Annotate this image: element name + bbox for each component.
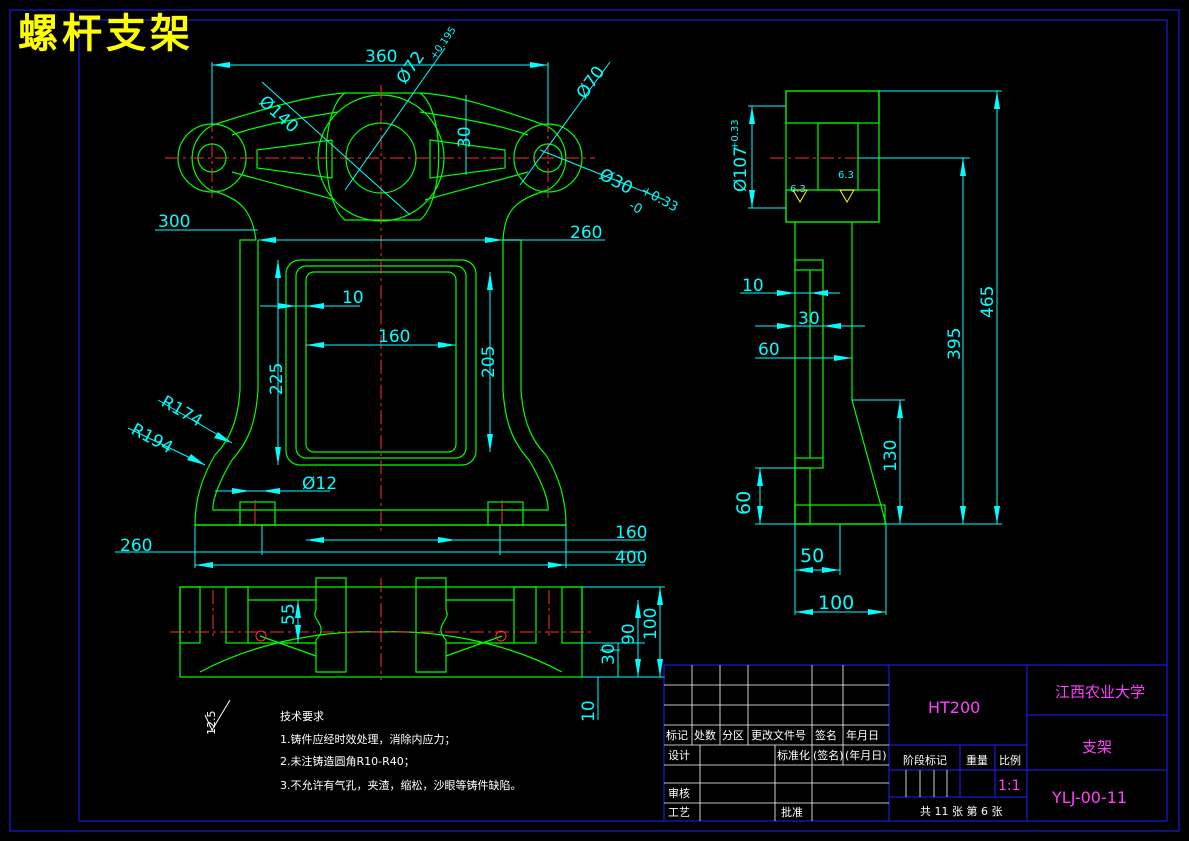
dim-s-465: 465 <box>978 286 998 318</box>
dim-205: 205 <box>479 346 499 378</box>
bore-d72 <box>345 122 417 194</box>
dim-160-bot: 160 <box>615 523 647 543</box>
foot-left <box>239 501 276 526</box>
side-rib-top <box>794 259 824 271</box>
dim-s-63b: 6.3 <box>838 170 854 181</box>
tb-h-design: 设计 <box>668 749 690 762</box>
outer-border <box>9 9 1180 832</box>
dim-d72: Ø72 <box>393 48 429 88</box>
tb-h-date: 年月日 <box>846 728 879 742</box>
side-web <box>794 222 887 525</box>
dim-160: 160 <box>378 327 410 347</box>
tb-h-count: 处数 <box>694 729 716 742</box>
tb-scale: 1:1 <box>998 778 1021 794</box>
dim-s-50: 50 <box>800 545 824 567</box>
tb-h-stage: 阶段标记 <box>903 753 947 767</box>
title-block: HT200 江西农业大学 支架 YLJ-00-11 标记 处数 分区 更改文件号… <box>663 664 1168 822</box>
dim-d70: Ø70 <box>573 63 609 103</box>
tb-school: 江西农业大学 <box>1055 683 1145 701</box>
drawing-title: 螺杆支架 <box>18 10 194 57</box>
dim-d140: Ø140 <box>255 92 302 138</box>
dim-260-bot: 260 <box>120 536 152 556</box>
tb-h-zone: 分区 <box>722 729 744 742</box>
side-view <box>770 90 890 525</box>
dim-s-100: 100 <box>818 592 854 614</box>
dim-p-90: 90 <box>619 623 639 645</box>
dim-p-10: 10 <box>579 700 599 722</box>
foot-right <box>487 501 524 526</box>
tb-h-sign2: (签名) <box>813 748 844 762</box>
side-foot-hatch <box>794 467 811 525</box>
tb-drawing-no: YLJ-00-11 <box>1051 788 1127 807</box>
side-rib-bot <box>794 457 824 469</box>
tb-h-sign: 签名 <box>815 728 837 742</box>
dim-s-60b: 60 <box>733 491 755 515</box>
front-dimensions: 360 Ø140 Ø72 +0.195 Ø70 30 Ø30 +0.33 -0 … <box>115 25 680 568</box>
dim-s-d107-tol: +0.33 <box>730 119 741 150</box>
plan-view <box>170 577 595 680</box>
arm-slot-right <box>429 139 506 179</box>
front-arm-web <box>231 171 529 201</box>
front-arm-outline <box>191 92 567 241</box>
front-arm-web-top <box>231 111 529 136</box>
dim-r174: R174 <box>158 392 206 431</box>
tb-h-std: 标准化 <box>777 748 810 762</box>
tb-h-review: 审核 <box>668 786 690 800</box>
tech-note-2: 2.未注铸造圆角R10-R40； <box>280 754 415 768</box>
tb-h-process: 工艺 <box>668 806 690 819</box>
dim-s-30: 30 <box>798 309 820 329</box>
tb-h-mark: 标记 <box>666 728 688 742</box>
front-view <box>165 85 595 535</box>
tb-h-date2: (年月日) <box>845 748 887 762</box>
dim-d30-tol-u: +0.33 <box>638 183 680 215</box>
dim-d72-tol: +0.195 <box>428 25 458 62</box>
dim-p-30: 30 <box>599 643 619 665</box>
tb-part-name: 支架 <box>1082 738 1112 756</box>
dim-d12: Ø12 <box>302 474 337 494</box>
front-body-outline <box>194 239 567 526</box>
tech-notes: 技术要求 1.铸件应经时效处理，消除内应力； 2.未注铸造圆角R10-R40； … <box>280 710 522 792</box>
dim-s-63a: 6.3 <box>790 184 806 195</box>
tb-material: HT200 <box>928 698 980 717</box>
dim-s-130: 130 <box>881 440 901 472</box>
arm-slot-left <box>256 139 333 179</box>
tb-h-weight: 重量 <box>966 753 988 767</box>
tb-h-doc: 更改文件号 <box>751 728 806 742</box>
dim-s-d107: Ø107 <box>731 146 751 192</box>
dim-p-55: 55 <box>279 603 299 625</box>
dim-p-100: 100 <box>641 608 661 640</box>
plan-dimensions: 55 30 90 100 10 12.5 <box>204 586 665 736</box>
tb-h-approve: 批准 <box>781 805 803 819</box>
side-head-hatch-top <box>785 90 880 124</box>
tech-note-3: 3.不允许有气孔，夹渣，缩松，沙眼等铸件缺陷。 <box>280 778 522 792</box>
dim-225: 225 <box>267 363 287 395</box>
tb-sheets: 共 11 张 第 6 张 <box>920 804 1002 818</box>
dim-360: 360 <box>365 47 397 67</box>
dim-s-60: 60 <box>758 340 780 360</box>
dim-s-395: 395 <box>945 328 965 360</box>
side-dimensions: Ø107 +0.33 6.3 6.3 10 30 60 395 465 130 … <box>730 90 1002 615</box>
dim-d30-tol-l: -0 <box>626 198 644 217</box>
dim-260-top: 260 <box>570 223 602 243</box>
dim-400: 400 <box>615 548 647 568</box>
dim-d30-hole: Ø30 <box>596 165 636 199</box>
side-bore <box>817 122 859 191</box>
plan-boss-right <box>415 577 448 673</box>
plan-boss-left <box>314 577 347 673</box>
side-base-hatch <box>794 504 886 525</box>
tech-note-1: 1.铸件应经时效处理，消除内应力； <box>280 732 456 746</box>
dim-10: 10 <box>342 288 364 308</box>
tb-h-scale: 比例 <box>999 753 1021 767</box>
dim-30: 30 <box>455 126 475 148</box>
inner-border <box>78 19 1168 822</box>
dim-300: 300 <box>158 212 190 232</box>
tech-heading: 技术要求 <box>280 710 324 723</box>
dim-r194: R194 <box>128 420 176 458</box>
roughness-symbol: 12.5 <box>205 711 218 736</box>
dim-s-10: 10 <box>742 276 764 296</box>
